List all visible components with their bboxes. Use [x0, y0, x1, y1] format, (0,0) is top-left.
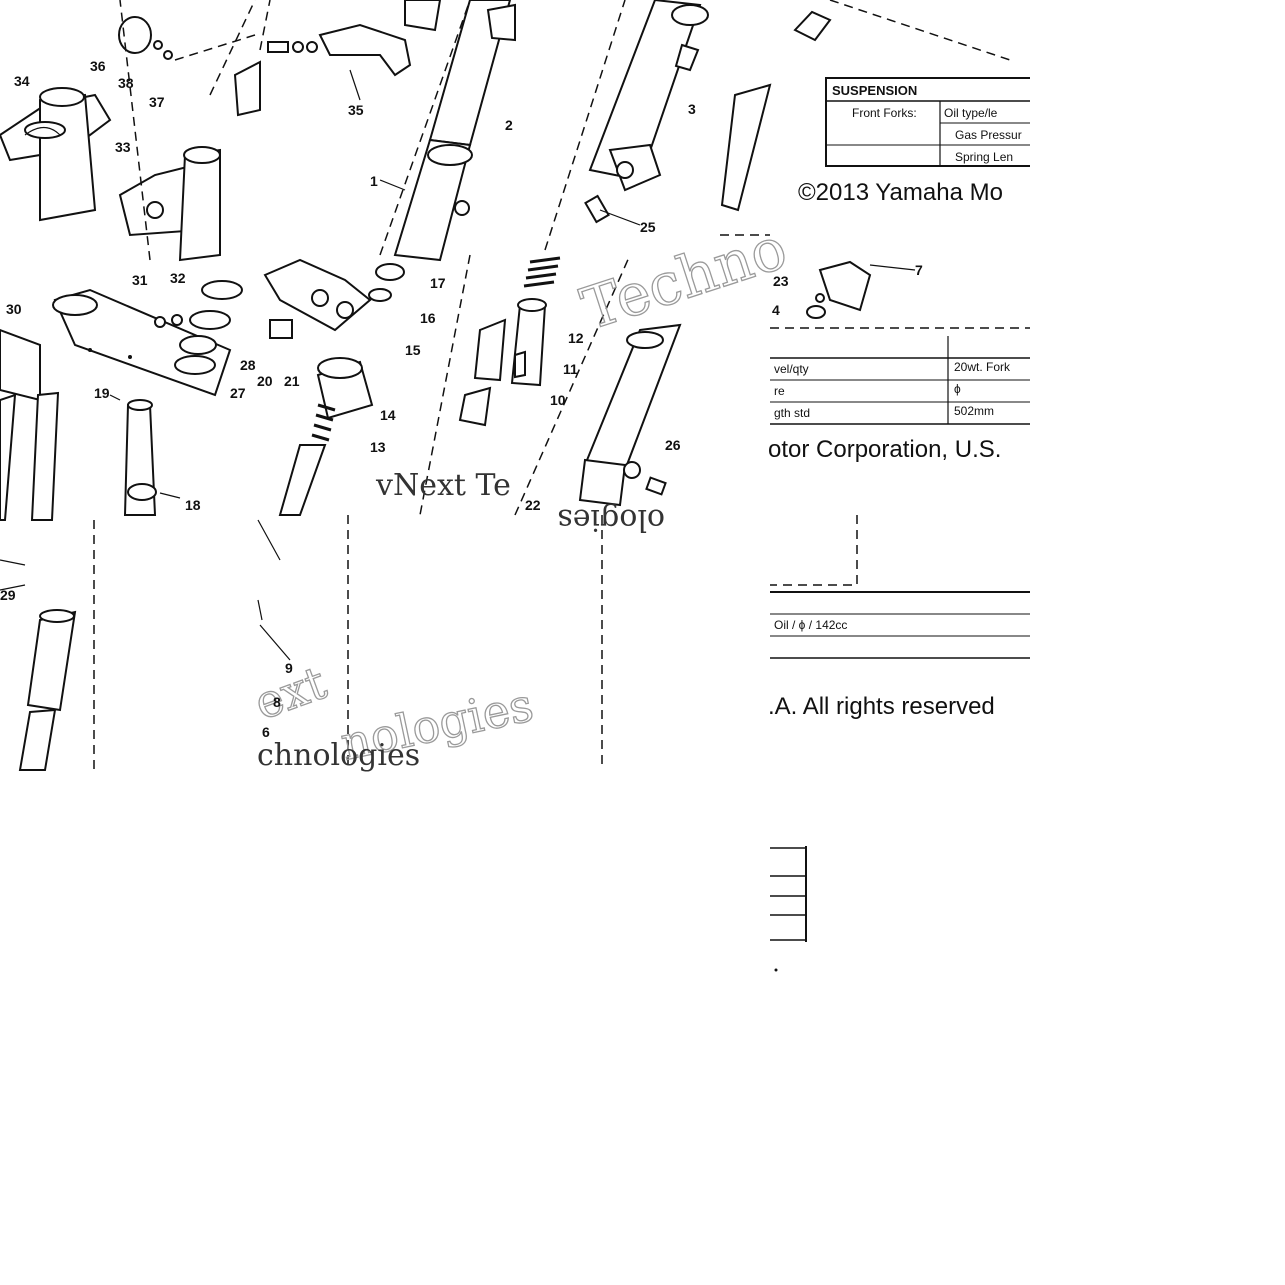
callout-36: 36: [90, 58, 106, 74]
callout-6: 6: [262, 724, 270, 740]
callout-30: 30: [6, 301, 22, 317]
callout-labels: 36 38 37 34 33 35 1 2 3 25 17 16 15 14 1…: [0, 58, 923, 740]
callout-33: 33: [115, 139, 131, 155]
callout-15: 15: [405, 342, 421, 358]
param-spring-length: Spring Len: [955, 150, 1013, 164]
cap-36: [118, 16, 173, 60]
callout-4: 4: [772, 302, 780, 318]
table-fragment-bottom: [770, 846, 807, 972]
outer-tube-2: [578, 323, 682, 507]
washers: [368, 263, 405, 302]
callout-37: 37: [149, 94, 165, 110]
emblem-plate: [233, 60, 261, 117]
callout-22: 22: [525, 497, 541, 513]
crown-bracket: [263, 258, 372, 339]
callout-1: 1: [370, 173, 378, 189]
callout-26: 26: [665, 437, 681, 453]
callout-29: 29: [0, 587, 16, 603]
fork-clamp-35: [267, 23, 412, 77]
callout-9: 9: [285, 660, 293, 676]
callout-23: 23: [773, 273, 789, 289]
spring-13: [311, 403, 336, 442]
callout-21: 21: [284, 373, 300, 389]
callout-8: 8: [273, 694, 281, 710]
bolt-26: [645, 476, 667, 496]
callout-35: 35: [348, 102, 364, 118]
drain-bolt-25: [584, 194, 610, 224]
fork-leg-3: [588, 0, 709, 192]
callout-18: 18: [185, 497, 201, 513]
value-spring-length: 502mm: [954, 404, 994, 418]
value-oil: 20wt. Fork: [954, 360, 1011, 374]
callout-28: 28: [240, 357, 256, 373]
value-oil-cont: Oil / ϕ / 142cc: [774, 618, 847, 632]
bracket-piece-23: [806, 260, 872, 319]
param-oil-type: Oil type/le: [944, 106, 998, 120]
row-label-front-forks: Front Forks:: [852, 106, 917, 120]
callout-27: 27: [230, 385, 246, 401]
callout-3: 3: [688, 101, 696, 117]
spec-table: SUSPENSION Front Forks: Oil type/le Gas …: [825, 77, 1047, 167]
copyright-line-3: .A. All rights reserved: [768, 693, 995, 720]
param-gas-pressure: Gas Pressur: [955, 128, 1022, 142]
front-arrow-mark: [793, 10, 832, 42]
param-cont-gas: re: [774, 384, 785, 398]
callout-2: 2: [505, 117, 513, 133]
callout-16: 16: [420, 310, 436, 326]
param-cont-oil: vel/qty: [774, 362, 809, 376]
copyright-line-2: otor Corporation, U.S.: [768, 436, 1001, 463]
handle-holder-33: [118, 146, 221, 262]
callout-34: 34: [14, 73, 30, 89]
value-gas: ϕ: [954, 382, 961, 396]
callout-31: 31: [132, 272, 148, 288]
callout-11: 11: [563, 361, 578, 377]
callout-20: 20: [257, 373, 273, 389]
spec-table-cont: vel/qty re gth std 20wt. Fork ϕ 502mm: [770, 336, 1030, 425]
callout-12: 12: [568, 330, 584, 346]
callout-14: 14: [380, 407, 396, 423]
callout-7: 7: [915, 262, 923, 278]
handle-holder-34: [0, 87, 112, 222]
watermark-3: ologies: [557, 502, 665, 537]
inner-fork-tube-1: [393, 0, 512, 262]
callout-25: 25: [640, 219, 656, 235]
callout-17: 17: [430, 275, 446, 291]
fork-seal-14: [316, 357, 374, 420]
damper-rod: [720, 83, 772, 212]
callout-38: 38: [118, 75, 134, 91]
spring-top: [523, 256, 561, 288]
callout-13: 13: [370, 439, 386, 455]
watermark-6: chnologies: [257, 738, 420, 773]
seal-rings: [154, 280, 243, 355]
callout-32: 32: [170, 270, 186, 286]
spec-table-cont-2: Oil / ϕ / 142cc: [770, 591, 1030, 659]
copyright-line-1: ©2013 Yamaha Mo: [798, 179, 1003, 206]
param-cont-spring: gth std: [774, 406, 810, 420]
table-header: SUSPENSION: [832, 83, 917, 98]
callout-10: 10: [550, 392, 566, 408]
callout-19: 19: [94, 385, 110, 401]
under-bracket-30: [52, 288, 232, 397]
watermark-2: vNext Te: [375, 468, 511, 503]
